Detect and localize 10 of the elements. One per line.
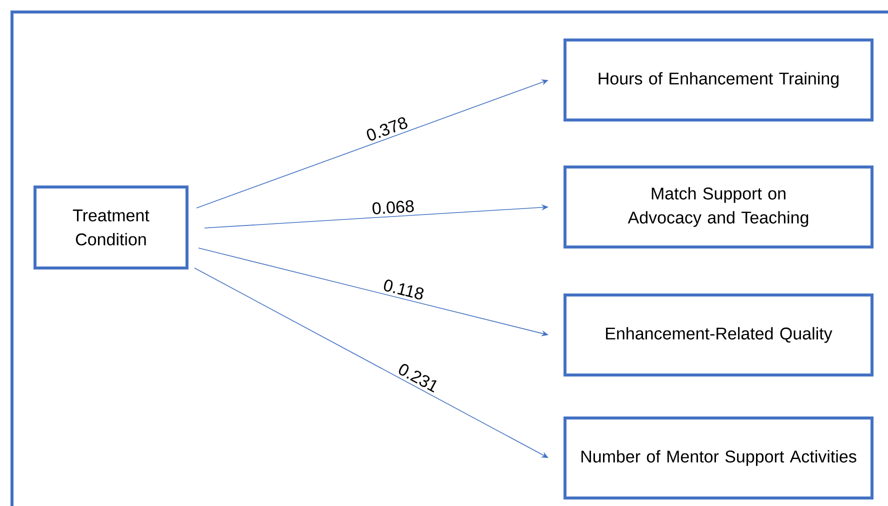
- process-box: Match Support on Advocacy and Teaching: [564, 166, 874, 248]
- edge-label: 0.068: [372, 200, 414, 214]
- edge-label: 0.231: [398, 364, 437, 392]
- edge-label: 0.118: [384, 280, 424, 300]
- process-box: Number of Mentor Support Activities: [564, 416, 874, 500]
- process-box: Hours of Enhancement Training: [564, 38, 874, 122]
- edge-label: 0.378: [366, 117, 408, 141]
- process-box: Treatment Condition: [34, 186, 188, 270]
- arrow: [194, 268, 548, 458]
- process-box: Enhancement-Related Quality: [564, 294, 874, 376]
